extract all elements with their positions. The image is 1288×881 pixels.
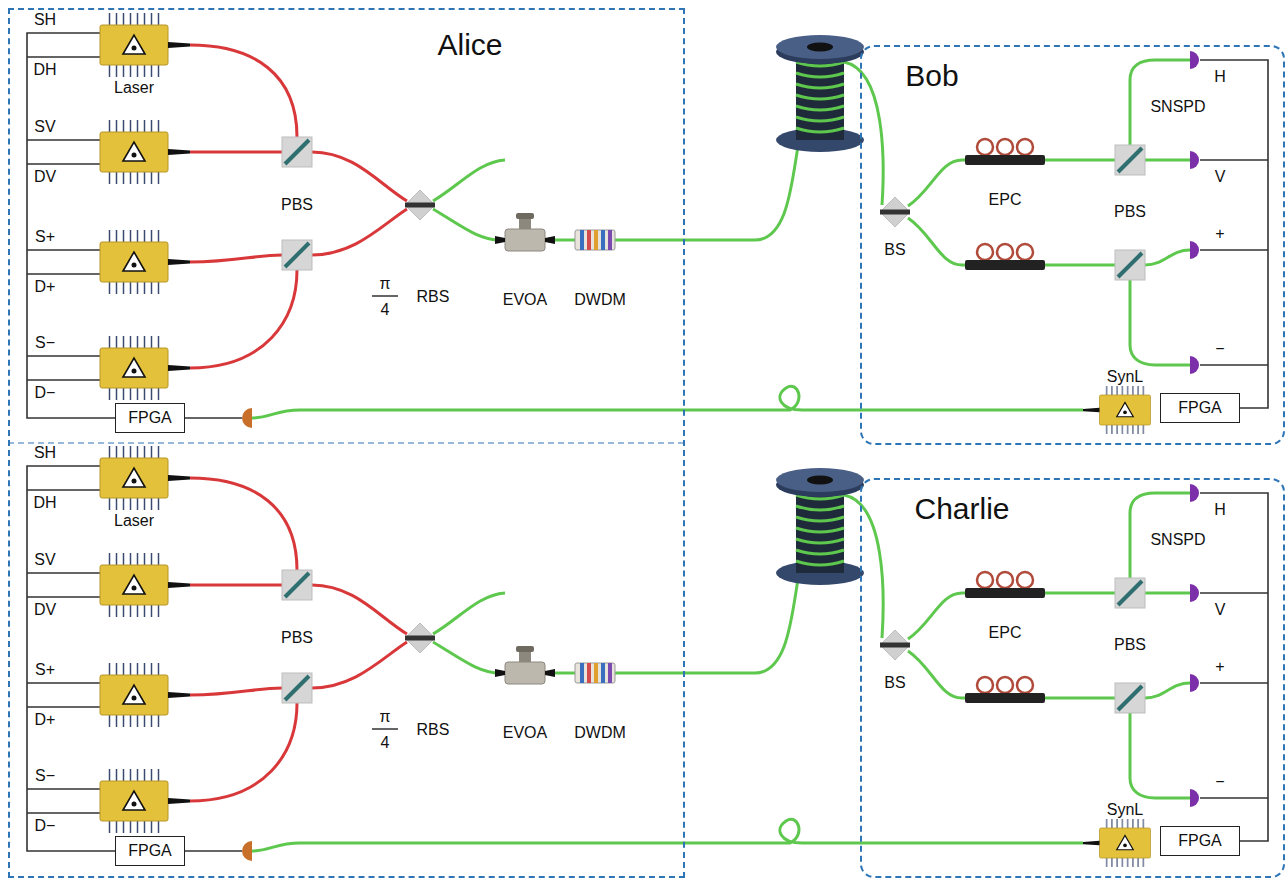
component-label: DWDM: [574, 291, 626, 309]
component-label: H: [1214, 501, 1226, 519]
component-label: DV: [34, 168, 56, 186]
component-label: SynL: [1107, 368, 1143, 386]
component-label: RBS: [417, 288, 450, 306]
party-region: BobFPGA: [860, 45, 1285, 445]
component-label: SNSPD: [1150, 531, 1205, 549]
party-region: AliceFPGA FPGA: [8, 8, 685, 878]
component-label: DH: [33, 494, 56, 512]
component-label: BS: [884, 241, 905, 259]
party-title: Alice: [437, 28, 502, 62]
component-label: S−: [35, 767, 55, 785]
party-title: Bob: [905, 59, 958, 93]
component-label: 4: [381, 301, 390, 319]
component-label: RBS: [417, 721, 450, 739]
fpga-box: FPGA: [1160, 826, 1240, 856]
bob-receiver: [252, 51, 1268, 434]
component-label: SV: [34, 118, 55, 136]
component-label: PBS: [1114, 203, 1146, 221]
party-title: Charlie: [914, 492, 1009, 526]
component-label: EVOA: [503, 724, 547, 742]
component-label: Laser: [114, 79, 154, 97]
charlie-receiver: [252, 484, 1268, 867]
component-label: S−: [35, 334, 55, 352]
component-label: D+: [35, 711, 56, 729]
component-label: V: [1215, 601, 1226, 619]
box-label: FPGA: [1178, 399, 1222, 417]
component-label: PBS: [1114, 636, 1146, 654]
component-label: 4: [381, 734, 390, 752]
box-label: FPGA: [128, 842, 172, 860]
component-label: SH: [34, 444, 56, 462]
component-label: −: [1215, 340, 1224, 358]
component-label: +: [1215, 658, 1224, 676]
component-label: SNSPD: [1150, 98, 1205, 116]
component-label: EVOA: [503, 291, 547, 309]
component-label: V: [1215, 168, 1226, 186]
box-label: FPGA: [128, 409, 172, 427]
component-label: D+: [35, 278, 56, 296]
component-label: PBS: [281, 629, 313, 647]
component-label: SV: [34, 551, 55, 569]
alice-upper-chain: [27, 13, 883, 428]
alice-lower-chain: [27, 446, 883, 861]
component-label: Laser: [114, 512, 154, 530]
fpga-box: FPGA: [115, 403, 185, 433]
component-label: EPC: [989, 624, 1022, 642]
component-label: EPC: [989, 191, 1022, 209]
component-label: SynL: [1107, 801, 1143, 819]
component-label: +: [1215, 225, 1224, 243]
component-label: H: [1214, 68, 1226, 86]
component-label: π: [379, 275, 390, 293]
component-label: π: [379, 708, 390, 726]
component-label: DWDM: [574, 724, 626, 742]
component-label: D−: [35, 384, 56, 402]
component-label: −: [1215, 773, 1224, 791]
component-label: DV: [34, 601, 56, 619]
fpga-box: FPGA: [1160, 393, 1240, 423]
component-label: S+: [35, 228, 55, 246]
component-label: BS: [884, 674, 905, 692]
component-label: DH: [33, 61, 56, 79]
box-label: FPGA: [1178, 832, 1222, 850]
fpga-box: FPGA: [115, 836, 185, 866]
component-label: PBS: [281, 196, 313, 214]
party-region: CharlieFPGA: [860, 478, 1285, 878]
component-label: S+: [35, 661, 55, 679]
component-label: SH: [34, 11, 56, 29]
component-label: D−: [35, 817, 56, 835]
